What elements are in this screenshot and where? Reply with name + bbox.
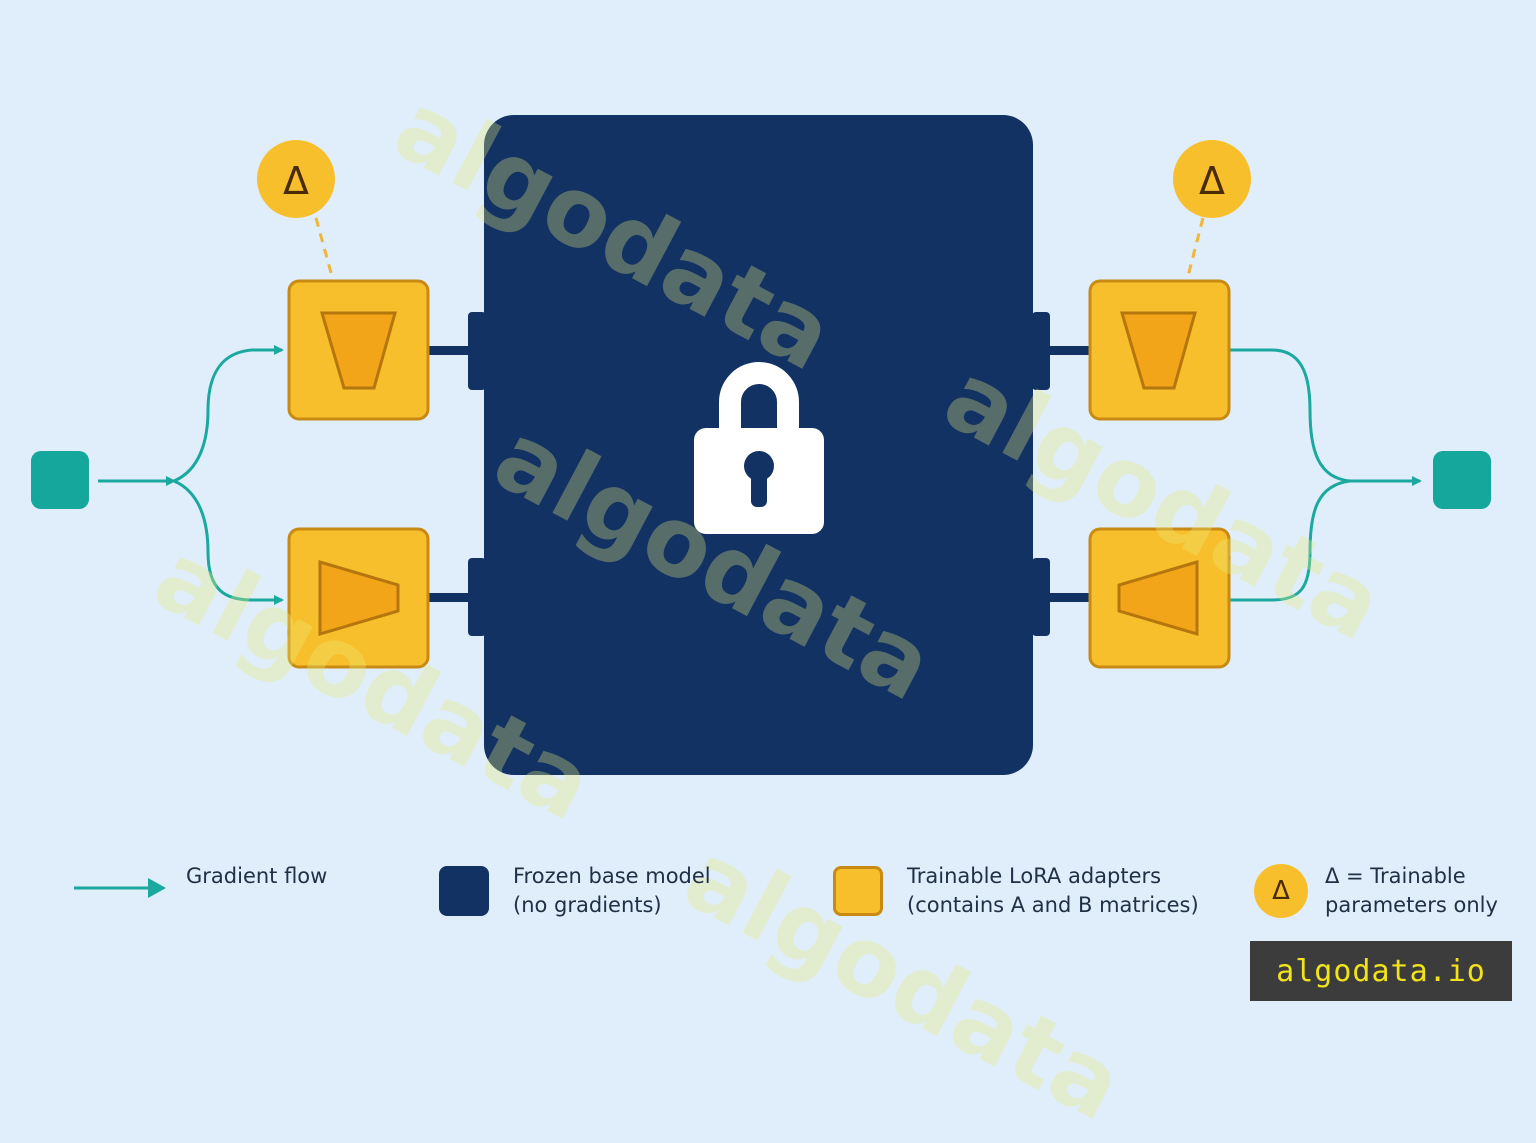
frozen-swatch	[439, 866, 489, 916]
legend-trainable-line2: (contains A and B matrices)	[907, 893, 1199, 917]
trapezoid-down-icon	[319, 311, 397, 390]
lora-diagram: Δ Δ	[31, 115, 1491, 775]
gradient-flow-lower-branch	[173, 479, 284, 605]
trapezoid-right-icon	[318, 559, 400, 637]
lora-adapter-left-bottom	[287, 527, 430, 669]
output-node	[1433, 451, 1491, 509]
trapezoid-left-icon	[1117, 559, 1199, 637]
delta-link-left	[314, 217, 335, 281]
trapezoid-down-icon	[1119, 311, 1197, 390]
legend-frozen-model: Frozen base model (no gradients)	[439, 862, 711, 920]
lora-adapter-right-bottom	[1088, 527, 1231, 669]
legend-delta-line2: parameters only	[1325, 893, 1498, 917]
trainable-swatch	[833, 866, 883, 916]
legend-trainable-line1: Trainable LoRA adapters	[907, 864, 1162, 888]
delta-badge-icon: Δ	[1254, 864, 1308, 918]
legend-trainable-adapters: Trainable LoRA adapters (contains A and …	[833, 862, 1199, 920]
delta-symbol: Δ	[283, 159, 309, 203]
gradient-flow-upper-branch	[173, 345, 284, 483]
lora-adapter-left-top	[287, 279, 430, 421]
legend-delta: Δ Δ = Trainable parameters only	[1254, 862, 1498, 920]
lock-icon	[694, 362, 824, 534]
delta-symbol: Δ	[1199, 159, 1225, 203]
legend-frozen-line1: Frozen base model	[513, 864, 711, 888]
brand-badge: algodata.io	[1250, 941, 1512, 1001]
legend-delta-line1: Δ = Trainable	[1325, 864, 1466, 888]
delta-badge-right: Δ	[1173, 140, 1251, 218]
legend-gradient-flow: Gradient flow	[72, 862, 327, 904]
gradient-flow-lower-out	[1229, 479, 1351, 602]
lora-adapter-right-top	[1088, 279, 1231, 421]
delta-legend-symbol: Δ	[1272, 876, 1290, 906]
legend-gradient-label: Gradient flow	[186, 864, 328, 888]
gradient-flow-paths	[98, 345, 1422, 605]
delta-badge-left: Δ	[257, 140, 335, 218]
gradient-arrow-icon	[74, 878, 166, 898]
input-node	[31, 451, 89, 509]
delta-link-right	[1185, 217, 1205, 281]
gradient-flow-upper-out	[1229, 348, 1351, 483]
adapter-connectors	[428, 312, 1090, 636]
legend-frozen-line2: (no gradients)	[513, 893, 662, 917]
